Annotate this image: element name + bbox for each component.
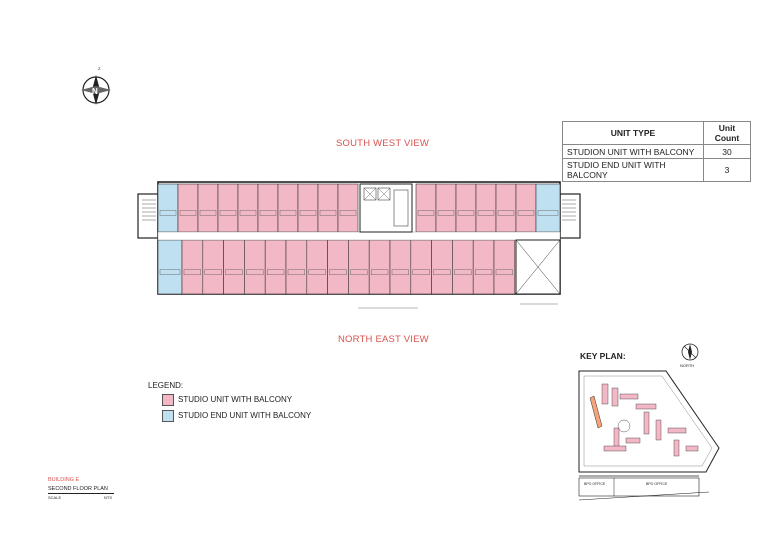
studio-unit [472,239,495,295]
table-cell-type: STUDION UNIT WITH BALCONY [562,144,704,159]
end-unit [535,183,561,233]
south-west-view-label: SOUTH WEST VIEW [336,138,430,149]
end-unit [157,239,183,295]
studio-unit [285,239,308,295]
table-row: STUDION UNIT WITH BALCONY 30 [562,144,751,159]
studio-unit [202,239,224,295]
studio-unit [217,183,239,233]
north-label: NORTH [680,363,695,368]
studio-unit [327,239,349,295]
bottom-unit-row [157,239,516,295]
studio-unit [495,183,517,233]
studio-unit [415,183,437,233]
studio-unit [237,183,259,233]
bpo-office-label: BPO OFFICE [584,482,606,486]
studio-unit [244,239,266,295]
studio-unit [435,183,457,233]
studio-unit [515,183,537,233]
studio-unit [197,183,219,233]
north-arrow-icon [681,343,699,361]
studio-unit [223,239,245,295]
table-cell-count: 3 [703,158,751,182]
table-cell-count: 30 [703,144,751,159]
table-row: STUDIO END UNIT WITH BALCONY 3 [562,158,751,182]
studio-unit [277,183,299,233]
legend-title: LEGEND: [148,381,184,390]
key-plan-title: KEY PLAN: [580,351,626,361]
studio-unit [297,183,319,233]
studio-unit [431,239,453,295]
legend-label-end-unit: STUDIO END UNIT WITH BALCONY [178,411,312,420]
scale-label: SCALE [48,495,62,500]
table-header-unit-count: Unit Count [703,121,751,145]
svg-text:N: N [92,87,98,96]
studio-unit [368,239,391,295]
lift-core [359,183,413,233]
studio-unit [389,239,412,295]
compass-icon: N Z [81,66,111,105]
floor-plan [137,181,581,309]
studio-unit [264,239,287,295]
studio-unit [177,183,199,233]
studio-unit [455,183,477,233]
legend-label-studio: STUDIO UNIT WITH BALCONY [178,395,293,404]
plan-title: SECOND FLOOR PLAN [48,486,114,494]
legend-swatch-end-unit [162,410,174,422]
corridor [157,231,561,241]
studio-unit [452,239,474,295]
table-header-row: UNIT TYPE Unit Count [562,121,751,145]
bpo-office-label: BPO OFFICE [646,482,668,486]
legend-swatch-studio [162,394,174,406]
studio-unit [317,183,339,233]
studio-unit [410,239,432,295]
scale-value: NTS [104,495,112,500]
studio-unit [257,183,279,233]
key-plan-map [578,370,720,501]
table-header-unit-type: UNIT TYPE [562,121,704,145]
svg-text:Z: Z [98,66,101,71]
studio-unit [337,183,359,233]
unit-type-table: UNIT TYPE Unit Count STUDION UNIT WITH B… [562,121,751,182]
studio-unit [348,239,370,295]
end-unit [157,183,179,233]
studio-unit [493,239,516,295]
building-label: BUILDING E [48,477,80,483]
north-east-view-label: NORTH EAST VIEW [338,334,429,345]
studio-unit [306,239,328,295]
top-unit-row [157,183,561,233]
studio-unit [181,239,204,295]
studio-unit [475,183,497,233]
